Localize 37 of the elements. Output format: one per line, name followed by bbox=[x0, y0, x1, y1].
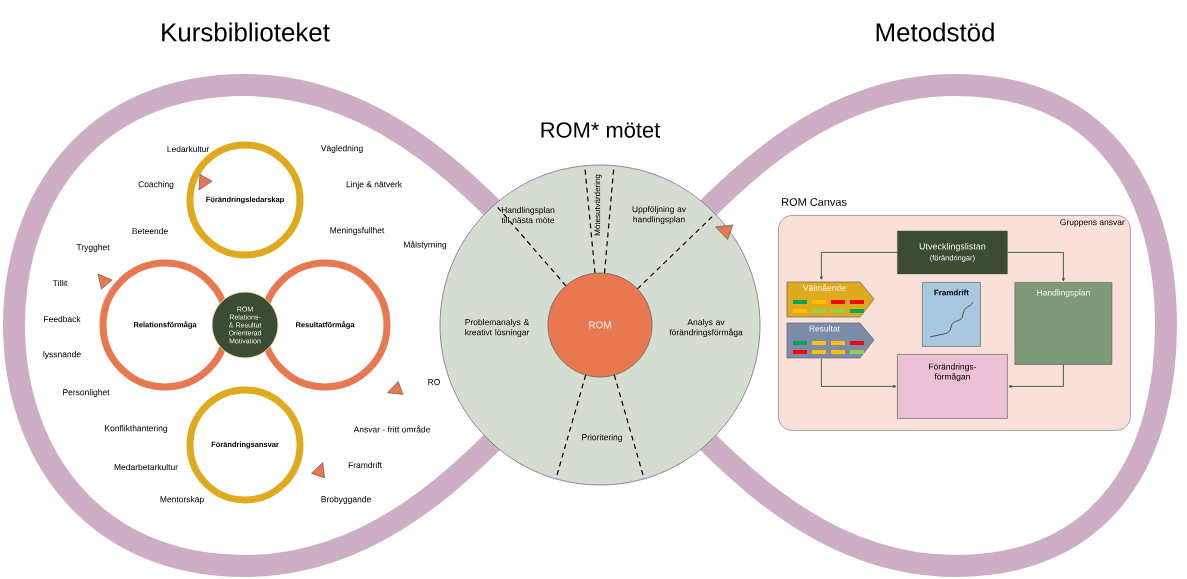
topic-label: Medarbetarkultur bbox=[114, 463, 178, 471]
topic-label: Målstyrning bbox=[404, 240, 447, 250]
connector-arrow bbox=[820, 358, 897, 388]
meeting-title: ROM* mötet bbox=[541, 122, 661, 138]
sector-label: Handlingsplan till nästa möte bbox=[501, 206, 555, 224]
topic-label: Tillit bbox=[52, 279, 68, 287]
sector-label: Analys av förändringsförmåga bbox=[669, 318, 743, 337]
sector-label: Problemanalys & kreativt lösningar bbox=[465, 318, 530, 337]
topic-label: lyssnande bbox=[43, 351, 81, 359]
topic-label: Beteende bbox=[132, 227, 168, 235]
status-tag: Resultat bbox=[786, 322, 875, 359]
section-title: Kursbiblioteket bbox=[162, 22, 330, 42]
sector-label: Uppföljning av handlingsplan bbox=[632, 205, 687, 224]
topic-label: Vägledning bbox=[320, 145, 363, 153]
topic-label: Brobyggande bbox=[321, 496, 371, 504]
connector-arrow bbox=[1008, 364, 1064, 388]
topic-label: Personlighet bbox=[63, 389, 110, 397]
plan-box: Handlingsplan bbox=[1014, 282, 1113, 365]
panel-heading: Gruppens ansvar bbox=[1060, 219, 1125, 227]
topic-label: Feedback bbox=[44, 315, 81, 323]
topic-label: Meningsfullhet bbox=[330, 227, 385, 235]
connector-arrow bbox=[819, 251, 898, 280]
topic-label: Linje & nätverk bbox=[346, 181, 402, 189]
canvas-title: ROM Canvas bbox=[782, 198, 847, 206]
topic-label: Trygghet bbox=[76, 244, 110, 252]
ability-box: Förändrings- förmågan bbox=[897, 354, 1008, 419]
topic-label: Konflikthantering bbox=[105, 425, 167, 433]
topic-label: Ledarkultur bbox=[167, 145, 210, 153]
section-title: Metodstöd bbox=[876, 22, 994, 42]
topic-label: RO bbox=[428, 379, 440, 385]
topic-label: Framdrift bbox=[348, 461, 382, 469]
status-tag: Välmående bbox=[786, 281, 875, 318]
topic-label: Mentorskap bbox=[160, 496, 204, 504]
topic-label: Ansvar - fritt område bbox=[353, 425, 430, 433]
topic-label: Coaching bbox=[138, 181, 174, 189]
sector-label: Prioritering bbox=[582, 434, 622, 442]
connector-arrow bbox=[1007, 251, 1065, 282]
